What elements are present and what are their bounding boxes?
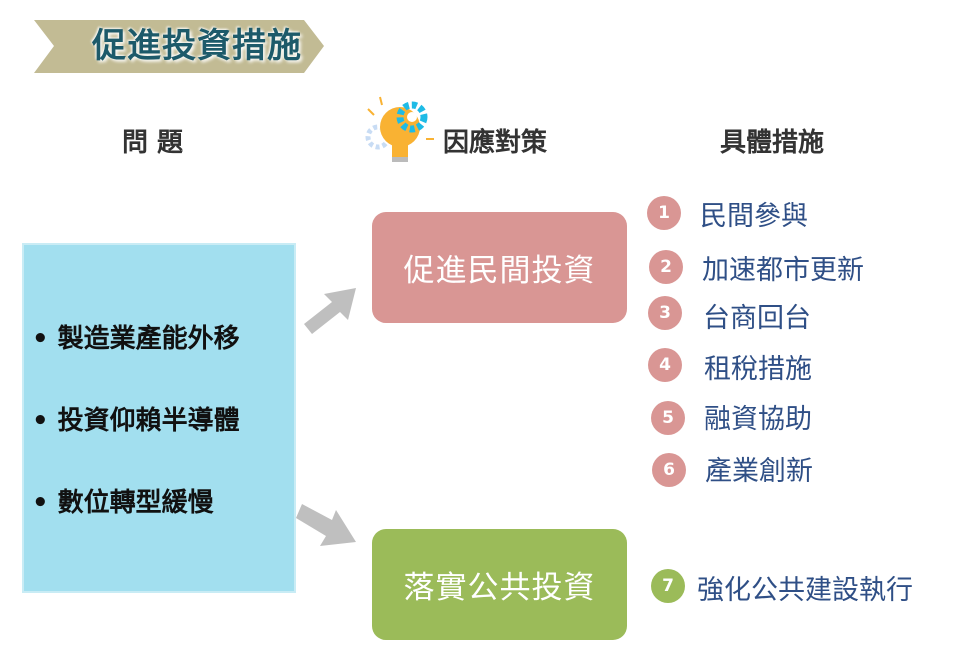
header-measures: 具體措施 bbox=[720, 128, 825, 158]
number-badge: 2 bbox=[649, 250, 683, 284]
number-badge: 3 bbox=[648, 296, 682, 330]
problems-box bbox=[22, 243, 296, 593]
measure-item: 強化公共建設執行 bbox=[697, 575, 913, 606]
number-badge: 6 bbox=[652, 453, 686, 487]
number-badge: 7 bbox=[651, 569, 685, 603]
measure-item: 產業創新 bbox=[705, 456, 813, 487]
problem-item: • 投資仰賴半導體 bbox=[32, 406, 240, 436]
measure-item: 加速都市更新 bbox=[702, 255, 864, 286]
number-badge: 4 bbox=[648, 348, 682, 382]
response-private-investment: 促進民間投資 bbox=[372, 212, 627, 323]
header-responses: 因應對策 bbox=[443, 128, 548, 158]
number-badge: 5 bbox=[651, 401, 685, 435]
lightbulb-gear-icon bbox=[365, 96, 434, 162]
arrow-up-right-icon bbox=[304, 288, 356, 334]
response-public-investment: 落實公共投資 bbox=[372, 529, 627, 640]
number-badge: 1 bbox=[647, 196, 681, 230]
header-problems: 問 題 bbox=[122, 128, 184, 158]
measure-item: 台商回台 bbox=[703, 303, 811, 334]
problem-item: • 製造業產能外移 bbox=[32, 324, 240, 354]
measure-item: 租稅措施 bbox=[704, 354, 812, 385]
page-title: 促進投資措施 bbox=[92, 26, 302, 66]
measure-item: 民間參與 bbox=[700, 201, 808, 232]
title-banner bbox=[34, 20, 324, 73]
measure-item: 融資協助 bbox=[704, 404, 812, 435]
problem-item: • 數位轉型緩慢 bbox=[32, 488, 214, 518]
arrow-down-right-icon bbox=[296, 504, 356, 546]
